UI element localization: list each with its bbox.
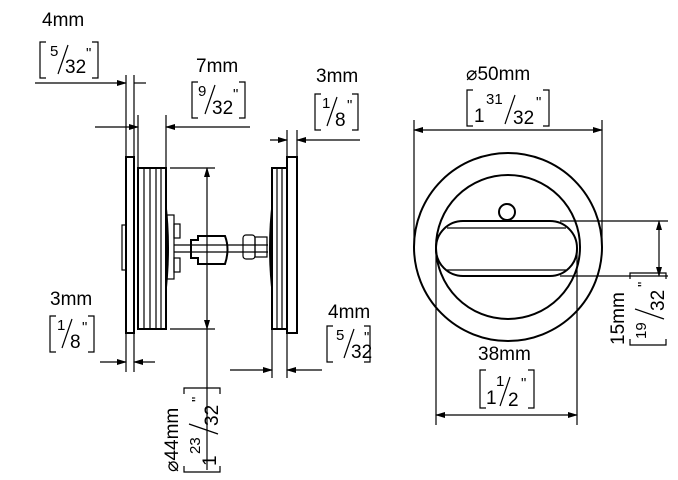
turn-knob: [435, 220, 578, 277]
dim-mm: 15mm: [608, 292, 629, 345]
dim-unit: ": [347, 97, 352, 114]
dim-unit: ": [536, 94, 541, 111]
dim-numerator: 31: [486, 91, 503, 108]
dim-unit: ": [521, 375, 526, 392]
label-outer-diameter: ⌀50mm 1 31 32 ": [466, 64, 550, 129]
dim-mm: 38mm: [478, 344, 531, 365]
dim-unit: ": [82, 319, 87, 336]
left-rosette: [137, 167, 181, 330]
label-rosette-depth: 7mm 9 32 ": [191, 56, 246, 119]
label-plate-bottom-left: 3mm 1 8 ": [49, 289, 95, 353]
dim-whole: 1: [200, 455, 221, 466]
outer-rosette-circle: [413, 152, 603, 342]
dim-numerator: 5: [50, 43, 58, 60]
dim-numerator: 5: [336, 327, 344, 344]
dim-mm: ⌀50mm: [466, 64, 530, 85]
dim-mm: 4mm: [42, 10, 84, 31]
dim-mm: ⌀44mm: [162, 408, 183, 472]
dim-denominator: 32: [648, 290, 669, 311]
label-slot-height: 15mm 19 32 ": [608, 272, 669, 346]
dim-numerator: 1: [322, 95, 330, 112]
dim-denominator: 32: [65, 57, 86, 78]
dim-denominator: 8: [70, 332, 81, 353]
dim-denominator: 32: [513, 108, 534, 129]
label-slot-width: 38mm 1 1 2 ": [478, 344, 535, 411]
dim-whole: 1: [474, 106, 485, 127]
dim-unit: ": [189, 397, 206, 402]
dim-mm: 4mm: [328, 302, 370, 323]
indicator-hole: [498, 203, 516, 221]
inner-rosette-circle: [435, 174, 581, 320]
dim-numerator: 1: [57, 317, 65, 334]
dim-numerator: 19: [633, 322, 650, 339]
dim-numerator: 23: [187, 437, 204, 454]
label-rosette-bottom-right: 4mm 5 32 ": [326, 302, 372, 363]
label-rosette-diameter: ⌀44mm 1 23 32 ": [162, 387, 223, 473]
dim-denominator: 32: [212, 98, 233, 119]
dim-numerator: 9: [198, 83, 206, 100]
dim-mm: 3mm: [50, 289, 92, 310]
dim-unit: ": [635, 282, 652, 287]
right-plate: [286, 156, 298, 334]
front-view: [413, 120, 668, 425]
dim-mm: 3mm: [316, 66, 358, 87]
dim-numerator: 1: [496, 373, 504, 390]
dim-denominator: 8: [335, 110, 346, 131]
dim-unit: ": [364, 329, 369, 346]
right-rosette: [269, 167, 288, 330]
dim-denominator: 32: [202, 405, 223, 426]
dim-unit: ": [86, 45, 91, 62]
left-plate: [125, 156, 135, 334]
side-view: [35, 75, 360, 470]
dim-denominator: 2: [508, 390, 519, 411]
spindle: [174, 234, 268, 265]
dim-unit: ": [233, 86, 238, 103]
dim-mm: 7mm: [196, 56, 238, 77]
label-plate-top-right: 3mm 1 8 ": [314, 66, 359, 131]
dim-denominator: 32: [351, 342, 372, 363]
left-plate-tab: [121, 224, 127, 271]
dim-whole: 1: [486, 388, 497, 409]
label-plate-top-left: 4mm 5 32 ": [39, 10, 99, 79]
